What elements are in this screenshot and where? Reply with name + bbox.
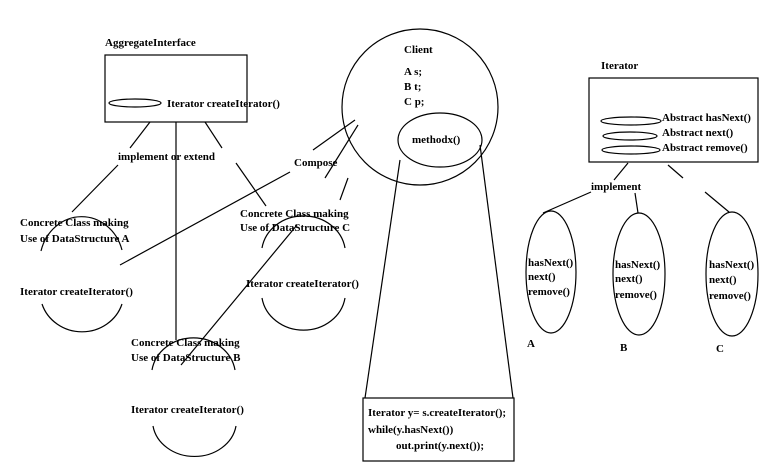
- iterator-method-hasnext: Abstract hasNext(): [662, 112, 751, 124]
- client-field-a: A s;: [404, 66, 422, 78]
- impl-a-method-hasnext: hasNext(): [528, 257, 574, 269]
- impl-c-method-hasnext: hasNext(): [709, 259, 755, 271]
- compose-label: Compose: [294, 157, 338, 169]
- concrete-a-line1: Concrete Class making: [20, 217, 129, 229]
- impl-a-method-remove: remove(): [528, 286, 570, 298]
- code-line-3: out.print(y.next());: [396, 440, 484, 452]
- aggregate-method-oval-icon: [108, 98, 162, 108]
- concrete-a-arc-top: [40, 216, 123, 252]
- concrete-b-line2: Use of DataStructure B: [131, 352, 241, 364]
- client-field-b: B t;: [404, 81, 421, 93]
- concrete-class-c: Concrete Class making Use of DataStructu…: [240, 208, 359, 331]
- connectors: [71, 119, 730, 399]
- client-method: methodx(): [412, 134, 461, 146]
- impl-b-label: B: [620, 342, 628, 354]
- agg-to-relation-left-line: [129, 121, 151, 149]
- aggregate-title: AggregateInterface: [105, 37, 196, 49]
- code-line-2: while(y.hasNext()): [368, 424, 454, 436]
- methodx-cone-left-line: [364, 159, 401, 399]
- iterator-method-next: Abstract next(): [662, 127, 734, 139]
- implement-to-impl-a-line: [542, 191, 592, 214]
- client-title: Client: [404, 44, 433, 56]
- concrete-b-method: Iterator createIterator(): [131, 404, 244, 416]
- client: Client A s; B t; C p; methodx(): [341, 28, 499, 186]
- concrete-b-arc-top: [151, 337, 236, 371]
- impl-b-method-hasnext: hasNext(): [615, 259, 661, 271]
- iterator-impl-a: hasNext() next() remove() A: [525, 210, 577, 350]
- impl-c-method-remove: remove(): [709, 290, 751, 302]
- iterator-to-impl-c-line: [704, 191, 730, 213]
- client-circle: [341, 28, 499, 186]
- compose-to-concrete-b-line: [180, 224, 298, 366]
- concrete-class-a: Concrete Class making Use of DataStructu…: [20, 216, 133, 333]
- impl-b-ellipse: [612, 212, 666, 336]
- code-box-rect: [362, 397, 515, 462]
- concrete-b-arc-bottom: [152, 425, 237, 457]
- concrete-a-line2: Use of DataStructure A: [20, 233, 130, 245]
- aggregate-box: [104, 54, 248, 123]
- code-line-1: Iterator y= s.createIterator();: [368, 407, 506, 419]
- client-field-c: C p;: [404, 96, 424, 108]
- compose-to-concrete-a-line: [119, 171, 291, 266]
- iterator-method-remove: Abstract remove(): [662, 142, 748, 154]
- iterator-impl-b: hasNext() next() remove() B: [612, 212, 666, 354]
- impl-b-method-next: next(): [615, 273, 643, 285]
- methodx-ellipse: [397, 112, 483, 168]
- impl-a-method-next: next(): [528, 271, 556, 283]
- impl-c-method-next: next(): [709, 274, 737, 286]
- concrete-b-line1: Concrete Class making: [131, 337, 240, 349]
- client-to-compose-line: [312, 119, 356, 151]
- iterator-title: Iterator: [601, 60, 638, 72]
- methodx-cone-right-line: [479, 144, 514, 399]
- client-to-concrete-c-line-2: [339, 177, 349, 201]
- concrete-c-line2: Use of DataStructure C: [240, 222, 350, 234]
- relation-to-concrete-c-line: [235, 162, 267, 207]
- aggregate-interface: AggregateInterface Iterator createIterat…: [104, 37, 280, 163]
- iterator-relation-label: implement: [591, 181, 641, 193]
- concrete-c-arc-bottom: [261, 297, 346, 331]
- concrete-c-arc-top: [261, 215, 346, 249]
- impl-c-label: C: [716, 343, 724, 355]
- agg-to-relation-right-line: [204, 121, 223, 149]
- impl-a-label: A: [527, 338, 535, 350]
- impl-a-ellipse: [525, 210, 577, 334]
- iterator-impl-c: hasNext() next() remove() C: [705, 211, 759, 355]
- impl-b-method-remove: remove(): [615, 289, 657, 301]
- aggregate-method: Iterator createIterator(): [167, 98, 280, 110]
- code-box: Iterator y= s.createIterator(); while(y.…: [362, 397, 515, 462]
- iterator-to-impl-c-line-upper: [667, 164, 684, 179]
- aggregate-relation-label: implement or extend: [118, 151, 215, 163]
- iterator-method-oval-icon-3: [601, 145, 661, 155]
- iterator-to-implement-line: [613, 162, 629, 181]
- concrete-c-method: Iterator createIterator(): [246, 278, 359, 290]
- iterator-interface: Iterator Abstract hasNext() Abstract nex…: [588, 60, 759, 193]
- concrete-class-b: Concrete Class making Use of DataStructu…: [131, 337, 244, 457]
- impl-c-ellipse: [705, 211, 759, 337]
- implement-to-impl-b-line: [634, 192, 639, 214]
- relation-to-concrete-a-line: [71, 164, 119, 213]
- iterator-box: [588, 77, 759, 163]
- iterator-method-oval-icon-1: [600, 116, 662, 126]
- iterator-method-oval-icon-2: [602, 131, 658, 141]
- client-to-concrete-c-line: [324, 124, 359, 179]
- concrete-c-line1: Concrete Class making: [240, 208, 349, 220]
- concrete-a-arc-bottom: [41, 303, 123, 333]
- concrete-a-method: Iterator createIterator(): [20, 286, 133, 298]
